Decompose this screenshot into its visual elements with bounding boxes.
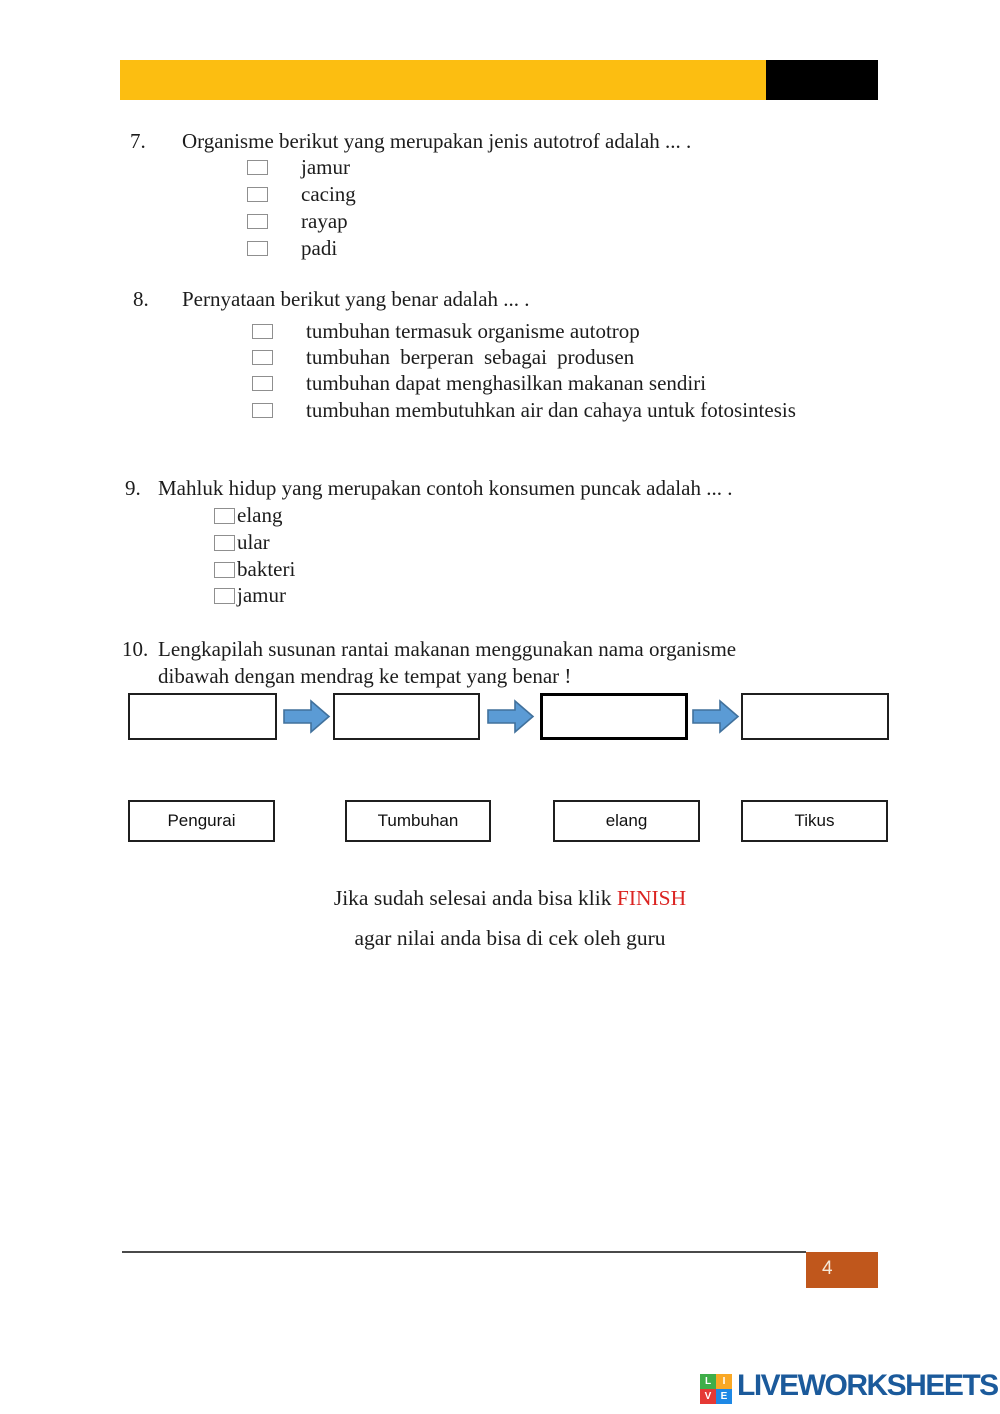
drag-word-tikus[interactable]: Tikus [741,800,888,842]
checkbox-q7-jamur[interactable] [247,160,268,175]
option-label: padi [301,236,338,260]
chain-drop-slot-3[interactable] [540,693,688,740]
option-label: tumbuhan dapat menghasilkan makanan send… [306,371,707,395]
option-label: tumbuhan berperan sebagai produsen [306,345,635,369]
question-10-text-line1: Lengkapilah susunan rantai makanan mengg… [158,637,737,661]
arrow-right-icon [692,699,740,734]
arrow-right-icon [487,699,535,734]
page-number-box: 4 [806,1252,878,1288]
drag-word-tumbuhan[interactable]: Tumbuhan [345,800,491,842]
checkbox-q8-option-2[interactable] [252,350,273,365]
option-label: tumbuhan membutuhkan air dan cahaya untu… [306,398,796,422]
arrow-right-icon [283,699,331,734]
question-10-number: 10. [122,637,149,661]
question-8-option-row: tumbuhan dapat menghasilkan makanan send… [252,370,706,397]
logo-square-e: E [716,1389,732,1404]
question-8-option-row: tumbuhan termasuk organisme autotrop [252,318,640,345]
drag-word-pengurai[interactable]: Pengurai [128,800,275,842]
option-label: jamur [237,583,286,607]
checkbox-q9-jamur[interactable] [214,587,235,604]
liveworksheets-logo-text: LIVEWORKSHEETS [737,1369,999,1402]
question-8-option-row: tumbuhan berperan sebagai produsen [252,344,634,371]
header-yellow-band [120,60,766,100]
chain-drop-slot-4[interactable] [741,693,889,740]
page-number: 4 [822,1258,833,1279]
option-label: elang [237,503,283,527]
checkbox-q9-ular[interactable] [214,534,235,551]
question-7-option-row: jamur [247,154,350,181]
question-7-option-row: rayap [247,208,348,235]
question-9-option-row: bakteri [214,556,295,583]
question-9-option-row: jamur [214,582,286,609]
checkbox-q7-padi[interactable] [247,241,268,256]
question-8-text: Pernyataan berikut yang benar adalah ...… [182,287,530,311]
logo-square-l: L [700,1374,716,1389]
question-7-option-row: padi [247,235,337,262]
checkbox-q7-cacing[interactable] [247,187,268,202]
question-7-option-row: cacing [247,181,356,208]
option-label: ular [237,530,270,554]
question-7-text: Organisme berikut yang merupakan jenis a… [182,129,692,153]
option-label: bakteri [237,557,296,581]
finish-instruction-prefix: Jika sudah selesai anda bisa klik [333,886,617,910]
chain-drop-slot-2[interactable] [333,693,480,740]
option-label: rayap [301,209,348,233]
checkbox-q9-elang[interactable] [214,507,235,524]
logo-square-i: I [716,1374,732,1389]
drag-word-elang[interactable]: elang [553,800,700,842]
option-label: jamur [301,155,350,179]
header-bar [120,60,878,100]
question-7-number: 7. [130,129,146,153]
checkbox-q8-option-1[interactable] [252,324,273,339]
question-9-text: Mahluk hidup yang merupakan contoh konsu… [158,476,733,500]
option-label: cacing [301,182,356,206]
chain-drop-slot-1[interactable] [128,693,277,740]
question-8-option-row: tumbuhan membutuhkan air dan cahaya untu… [252,397,796,424]
question-10-text-line2: dibawah dengan mendrag ke tempat yang be… [158,664,572,688]
question-9-option-row: ular [214,529,270,556]
finish-label: FINISH [616,886,687,910]
question-8-number: 8. [133,287,149,311]
finish-instruction-line2: agar nilai anda bisa di cek oleh guru [354,926,666,950]
footer-divider [122,1251,806,1253]
option-label: tumbuhan termasuk organisme autotrop [306,319,640,343]
finish-instruction-line1: Jika sudah selesai anda bisa klik FINISH [120,886,900,911]
liveworksheets-logo-icon: L I V E [700,1374,732,1404]
question-9-option-row: elang [214,502,282,529]
question-9-number: 9. [125,476,141,500]
logo-square-v: V [700,1389,716,1404]
checkbox-q8-option-3[interactable] [252,376,273,391]
header-black-band [766,60,878,100]
checkbox-q8-option-4[interactable] [252,403,273,418]
checkbox-q9-bakteri[interactable] [214,561,235,578]
checkbox-q7-rayap[interactable] [247,214,268,229]
